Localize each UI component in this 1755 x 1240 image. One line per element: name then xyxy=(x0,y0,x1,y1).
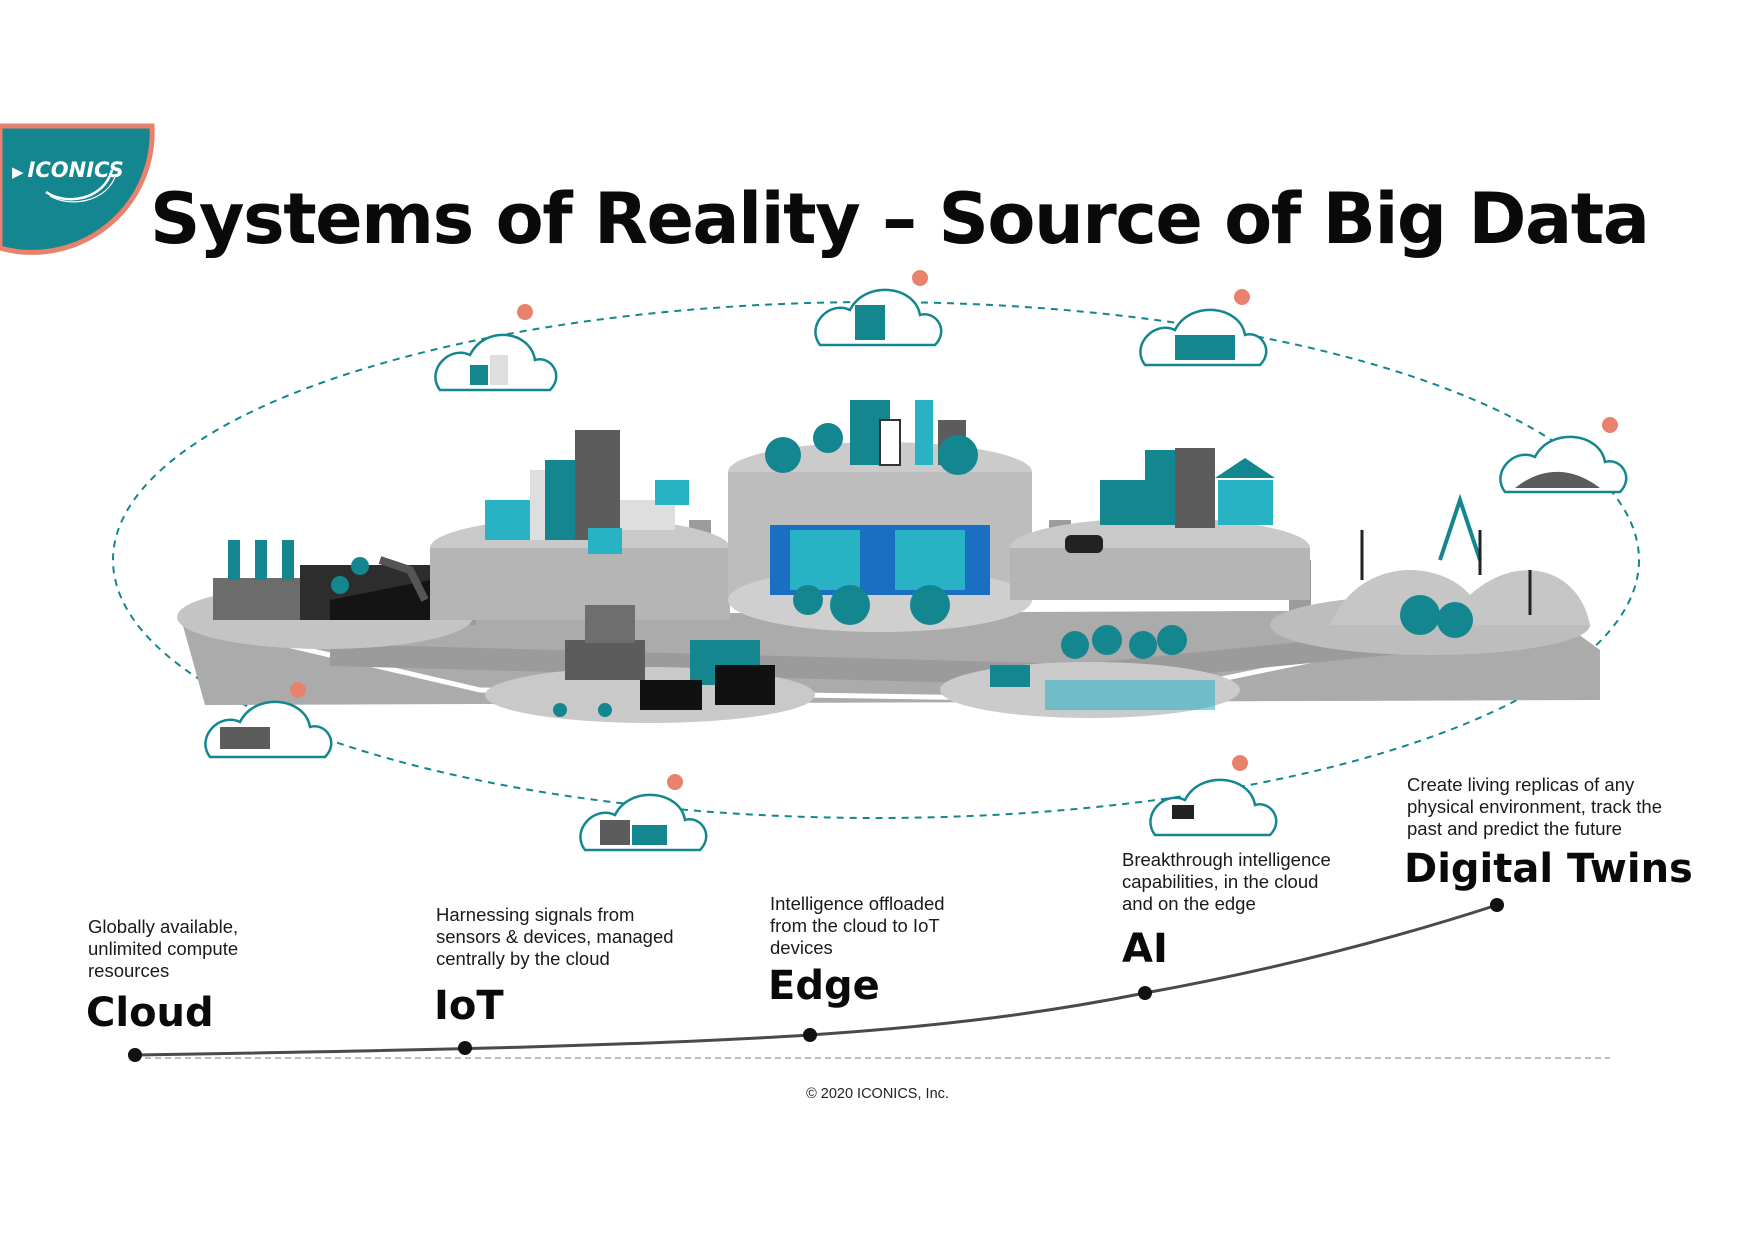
digital-twins-label: Digital Twins xyxy=(1404,846,1693,892)
edge-description: Intelligence offloaded from the cloud to… xyxy=(770,893,945,958)
iot-marker xyxy=(458,1041,472,1055)
data-center xyxy=(765,400,990,625)
cloud-marker xyxy=(128,1048,142,1062)
cloud-office-icon xyxy=(434,333,558,392)
cloud-agriculture-icon xyxy=(1149,778,1278,837)
brand-badge xyxy=(0,123,155,255)
edge-marker xyxy=(803,1028,817,1042)
digital-twins-description: Create living replicas of any physical e… xyxy=(1407,774,1663,839)
office-buildings xyxy=(485,430,689,554)
ai-description: Breakthrough intelligence capabilities, … xyxy=(1122,849,1331,914)
growth-curve xyxy=(134,903,1498,1057)
cloud-factory-icon xyxy=(204,700,333,759)
digital-twins-marker xyxy=(1490,898,1504,912)
cloud-description: Globally available, unlimited compute re… xyxy=(88,916,239,981)
lightbulb-icon xyxy=(290,270,1618,790)
cloud-city-icon xyxy=(1139,308,1268,367)
cloud-hospital-icon xyxy=(814,288,943,347)
brand-swoosh-icon xyxy=(45,169,117,203)
city-buildings xyxy=(1065,448,1275,553)
energy-farm xyxy=(1330,493,1590,638)
cloud-warehouse-icon xyxy=(579,793,708,852)
factory-building xyxy=(213,540,430,620)
play-triangle-icon: ▶ xyxy=(12,163,24,181)
iot-description: Harnessing signals from sensors & device… xyxy=(436,904,674,969)
cloud-label: Cloud xyxy=(86,990,214,1036)
edge-label: Edge xyxy=(768,963,880,1009)
page-title: Systems of Reality – Source of Big Data xyxy=(150,178,1650,260)
ai-marker xyxy=(1138,986,1152,1000)
copyright: © 2020 ICONICS, Inc. xyxy=(806,1086,949,1102)
farm-field xyxy=(990,625,1215,710)
ai-label: AI xyxy=(1122,926,1168,972)
iot-label: IoT xyxy=(434,983,504,1029)
cloud-wind-farm-icon xyxy=(1499,435,1628,494)
logistics-yard xyxy=(553,605,775,717)
